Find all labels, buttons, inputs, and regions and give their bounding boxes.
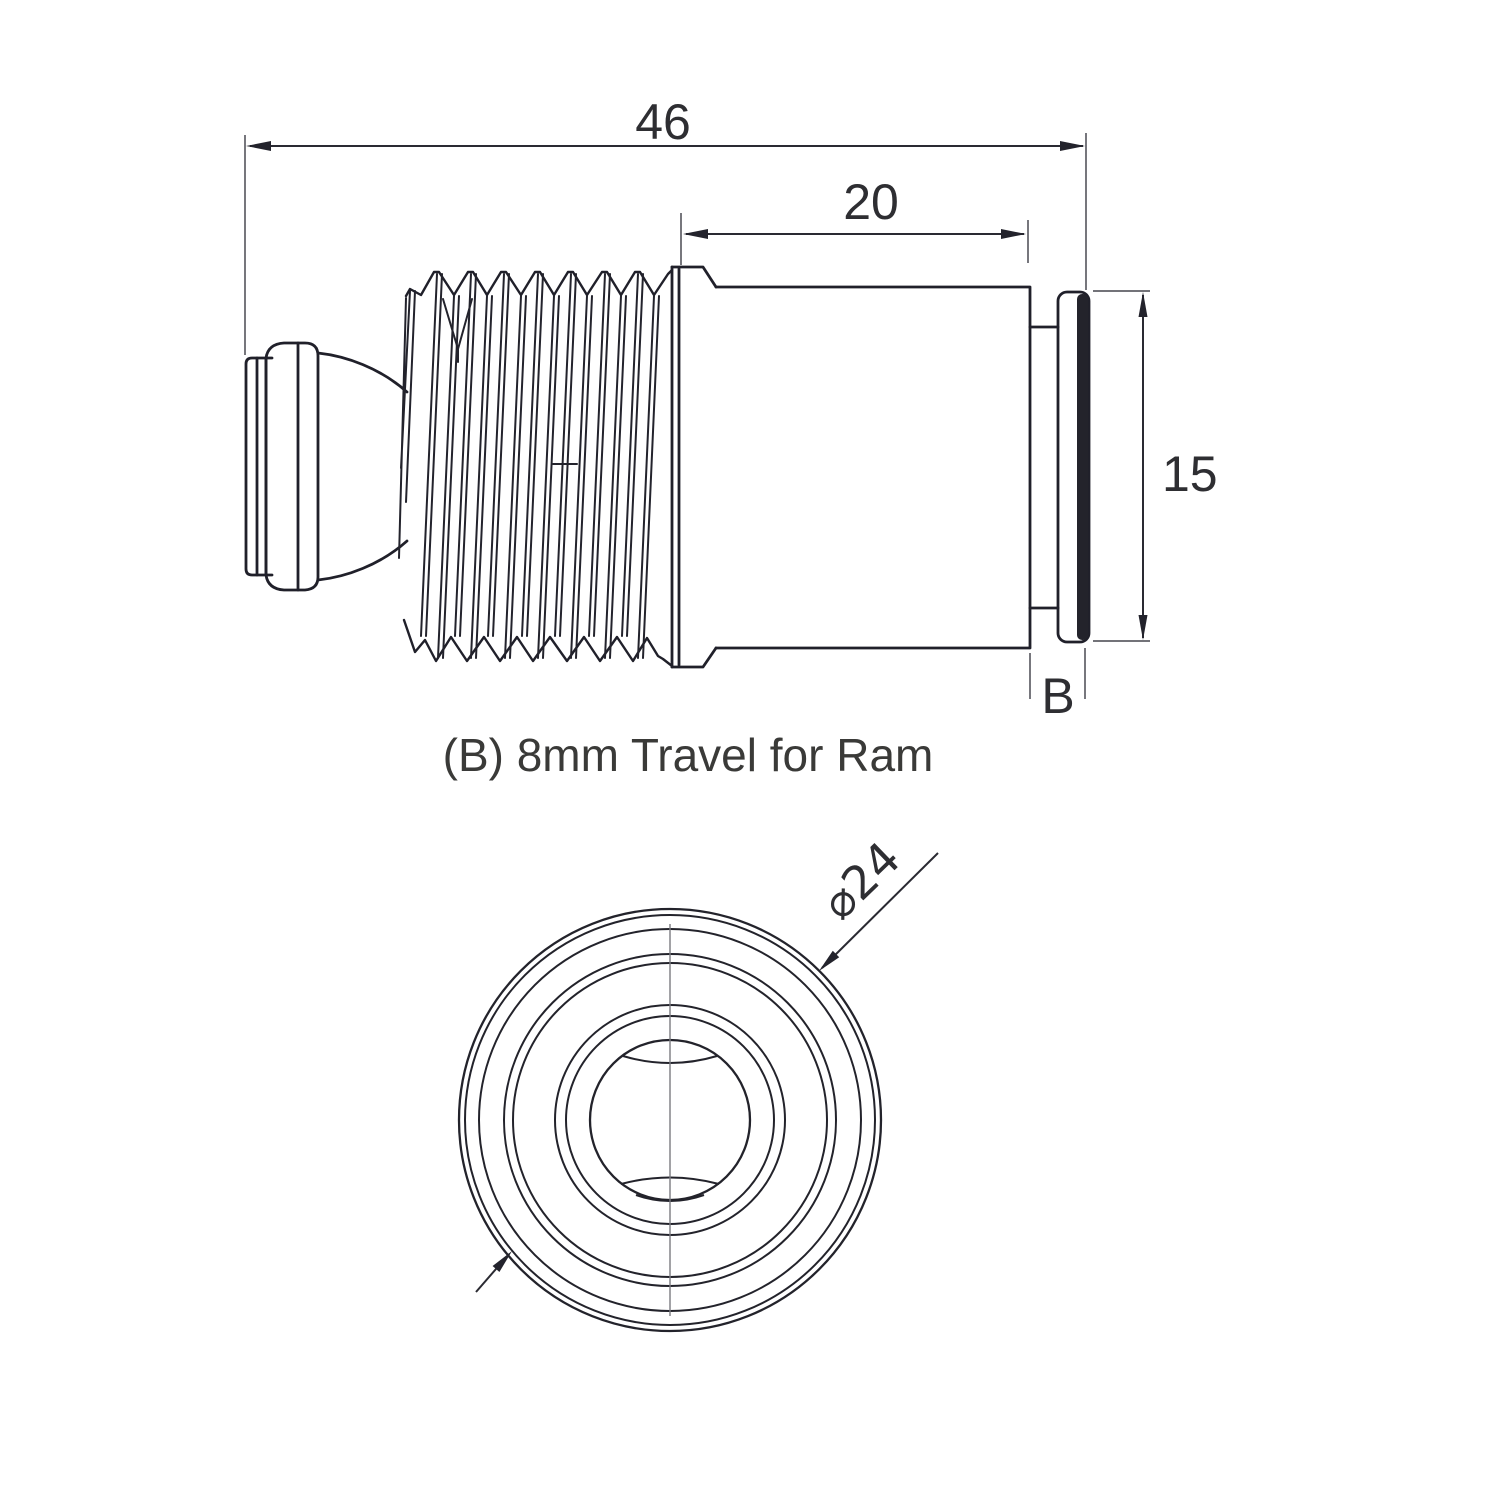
dim15-arrow-down [1138, 615, 1148, 640]
tip-knob [244, 341, 320, 592]
leader-lower-left [475, 1251, 512, 1293]
front-view: ⌀24 [457, 831, 939, 1333]
leader24-line [821, 852, 939, 969]
diameter-label: ⌀24 [811, 831, 911, 930]
outer-circle-inner-line [464, 914, 876, 1326]
dimB-label: B [1041, 668, 1074, 724]
cylinder-outline [714, 285, 1032, 650]
thread-runout-mark [442, 298, 473, 363]
dimension-total-length: 46 [244, 94, 1087, 355]
tip-cap-outline [244, 356, 274, 577]
shaft-neck [1028, 325, 1060, 610]
dim15-label: 15 [1162, 446, 1218, 502]
ram-flange [1056, 290, 1091, 644]
dim15-arrow-up [1138, 292, 1148, 317]
taper-neck [316, 351, 409, 582]
collar-top [670, 265, 718, 289]
thread-section [398, 268, 674, 668]
outer-circle [457, 907, 883, 1333]
dim20-arrow-left [683, 229, 708, 239]
dimension-body-length: 20 [680, 174, 1029, 265]
taper-top [316, 351, 409, 394]
collar-bottom [670, 646, 718, 669]
dim46-arrow-left [246, 141, 271, 151]
shaft-lines [1028, 325, 1060, 610]
knob-lobe [264, 341, 320, 592]
dim46-label: 46 [635, 94, 691, 150]
side-view: 46 20 15 B (B) 8mm Travel for Ram [244, 94, 1218, 781]
leader-outer-diameter: ⌀24 [811, 831, 939, 971]
thread-top-profile [404, 268, 674, 298]
dim46-arrow-right [1060, 141, 1085, 151]
leader-ll-arrow [492, 1251, 512, 1272]
caption-text: (B) 8mm Travel for Ram [443, 729, 934, 781]
cylinder-body [714, 285, 1032, 650]
leader24-arrow [819, 950, 840, 971]
dimension-travel-b: B [1029, 648, 1086, 724]
thread-flank-lines [398, 273, 660, 659]
taper-bottom [316, 539, 409, 582]
flange-face-band [1077, 294, 1088, 640]
dim20-label: 20 [843, 174, 899, 230]
flange-outline [1056, 290, 1091, 644]
collar [670, 265, 718, 669]
dim20-arrow-right [1001, 229, 1026, 239]
dimension-ram-diameter: 15 [1093, 290, 1218, 642]
